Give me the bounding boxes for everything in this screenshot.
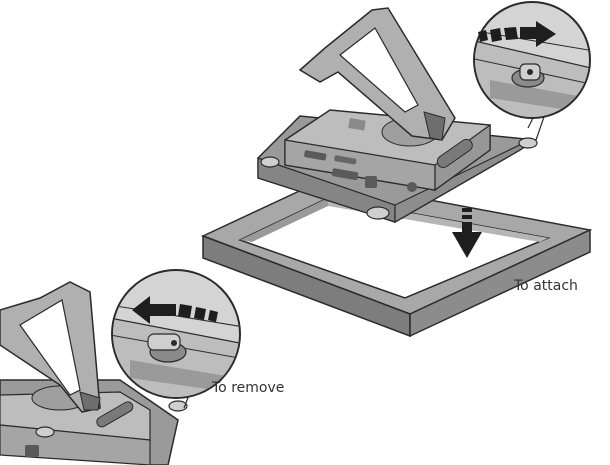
remove-label: To remove [211, 380, 284, 396]
slide-left-arrow-icon [132, 296, 218, 324]
frame-device-bottom [0, 281, 188, 465]
decorative-frame [201, 179, 593, 338]
frame-device-top [257, 7, 538, 224]
attach-callout [473, 1, 591, 141]
attach-label: To attach [513, 278, 578, 294]
slide-right-arrow-icon [478, 21, 556, 47]
arrow-down-icon [452, 208, 482, 258]
